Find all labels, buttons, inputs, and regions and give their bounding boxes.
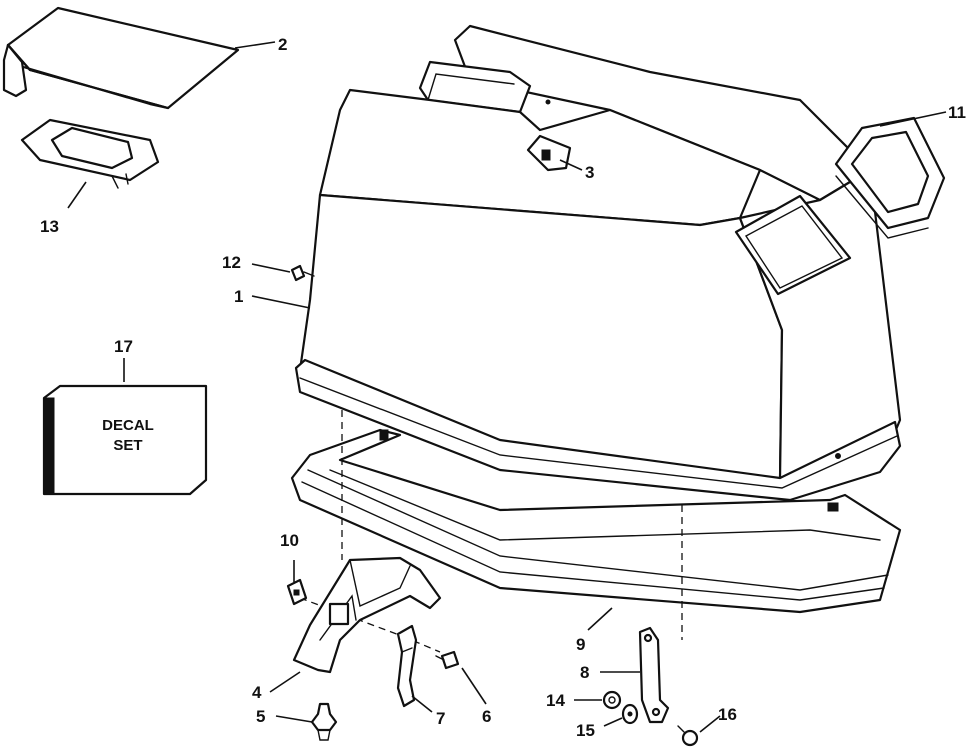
part-12-screw xyxy=(290,264,315,282)
callout-9: 9 xyxy=(576,635,585,654)
part-10-nut xyxy=(286,578,308,606)
part-7-latch xyxy=(396,624,418,708)
part-5-stud xyxy=(310,702,338,741)
callout-13: 13 xyxy=(40,217,59,236)
callout-16: 16 xyxy=(718,705,737,724)
leader-lines xyxy=(67,41,947,733)
callout-12: 12 xyxy=(222,253,241,272)
callout-8: 8 xyxy=(580,663,589,682)
callout-7: 7 xyxy=(436,709,445,728)
callout-labels: 2 13 3 11 12 1 17 10 4 5 7 6 9 8 14 15 1… xyxy=(40,35,966,740)
part-14-nut xyxy=(602,690,622,710)
callout-10: 10 xyxy=(280,531,299,550)
callout-1: 1 xyxy=(234,287,243,306)
part-15-washer xyxy=(621,703,639,725)
callout-17: 17 xyxy=(114,337,133,356)
callout-11: 11 xyxy=(948,103,966,122)
callout-14: 14 xyxy=(546,691,565,710)
decal-label-line2: SET xyxy=(113,437,142,454)
callout-5: 5 xyxy=(256,707,265,726)
callout-15: 15 xyxy=(576,721,595,740)
callout-3: 3 xyxy=(585,163,594,182)
part-13-cap-seal xyxy=(20,118,160,189)
callout-2: 2 xyxy=(278,35,287,54)
part-1-engine-cover xyxy=(294,24,902,502)
callout-6: 6 xyxy=(482,707,491,726)
part-8-link-rod xyxy=(638,626,670,724)
decal-label-line1: DECAL xyxy=(102,417,154,434)
part-11-window-grille xyxy=(834,116,946,239)
part-6-screw xyxy=(435,650,460,670)
part-2-cover-cap xyxy=(2,6,240,110)
part-16-bolt xyxy=(677,725,699,747)
part-9-lower-seal xyxy=(290,428,902,614)
part-4-mounting-bracket xyxy=(292,556,442,674)
part-17-decal-set: DECAL SET xyxy=(42,384,208,496)
callout-4: 4 xyxy=(252,683,262,702)
